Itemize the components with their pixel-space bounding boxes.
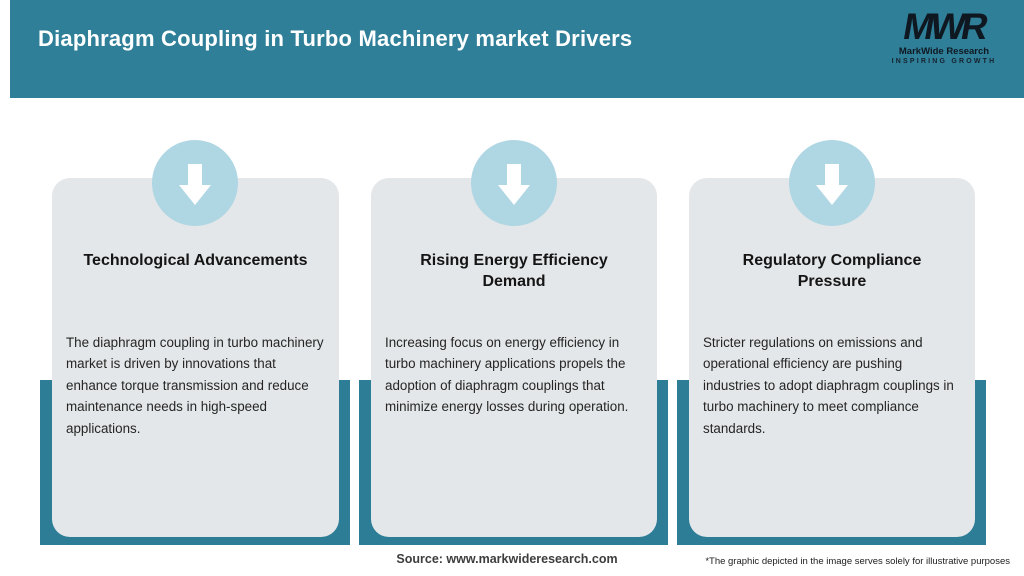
card-body: Increasing focus on energy efficiency in… bbox=[385, 335, 629, 415]
driver-card-group-3: Regulatory Compliance Pressure Stricter … bbox=[677, 140, 986, 546]
driver-card-group-1: Technological Advancements The diaphragm… bbox=[40, 140, 350, 546]
source-text: Source: www.markwideresearch.com bbox=[396, 552, 618, 566]
arrow-down-icon bbox=[494, 158, 534, 208]
arrow-circle-badge bbox=[152, 140, 238, 226]
arrow-circle-badge bbox=[470, 140, 557, 226]
logo-name: MarkWide Research bbox=[898, 46, 990, 57]
arrow-circle-badge bbox=[788, 140, 875, 226]
logo-tagline: INSPIRING GROWTH bbox=[891, 58, 997, 65]
header-bar: Diaphragm Coupling in Turbo Machinery ma… bbox=[10, 0, 1024, 98]
arrow-down-icon bbox=[812, 158, 852, 208]
driver-card: Rising Energy Efficiency Demand Increasi… bbox=[371, 178, 657, 537]
driver-card: Regulatory Compliance Pressure Stricter … bbox=[689, 178, 975, 537]
driver-card: Technological Advancements The diaphragm… bbox=[52, 178, 339, 537]
card-body: The diaphragm coupling in turbo machiner… bbox=[66, 335, 324, 436]
page-title: Diaphragm Coupling in Turbo Machinery ma… bbox=[38, 26, 633, 51]
card-title: Rising Energy Efficiency Demand bbox=[420, 252, 608, 291]
logo-monogram: MWR bbox=[900, 6, 988, 47]
card-body: Stricter regulations on emissions and op… bbox=[703, 335, 954, 436]
driver-card-group-2: Rising Energy Efficiency Demand Increasi… bbox=[359, 140, 668, 546]
card-title: Regulatory Compliance Pressure bbox=[742, 252, 922, 291]
brand-logo: MWR MarkWide Research INSPIRING GROWTH bbox=[884, 6, 1004, 65]
card-title: Technological Advancements bbox=[83, 252, 308, 269]
disclaimer-text: *The graphic depicted in the image serve… bbox=[705, 556, 1010, 567]
arrow-down-icon bbox=[175, 158, 215, 208]
